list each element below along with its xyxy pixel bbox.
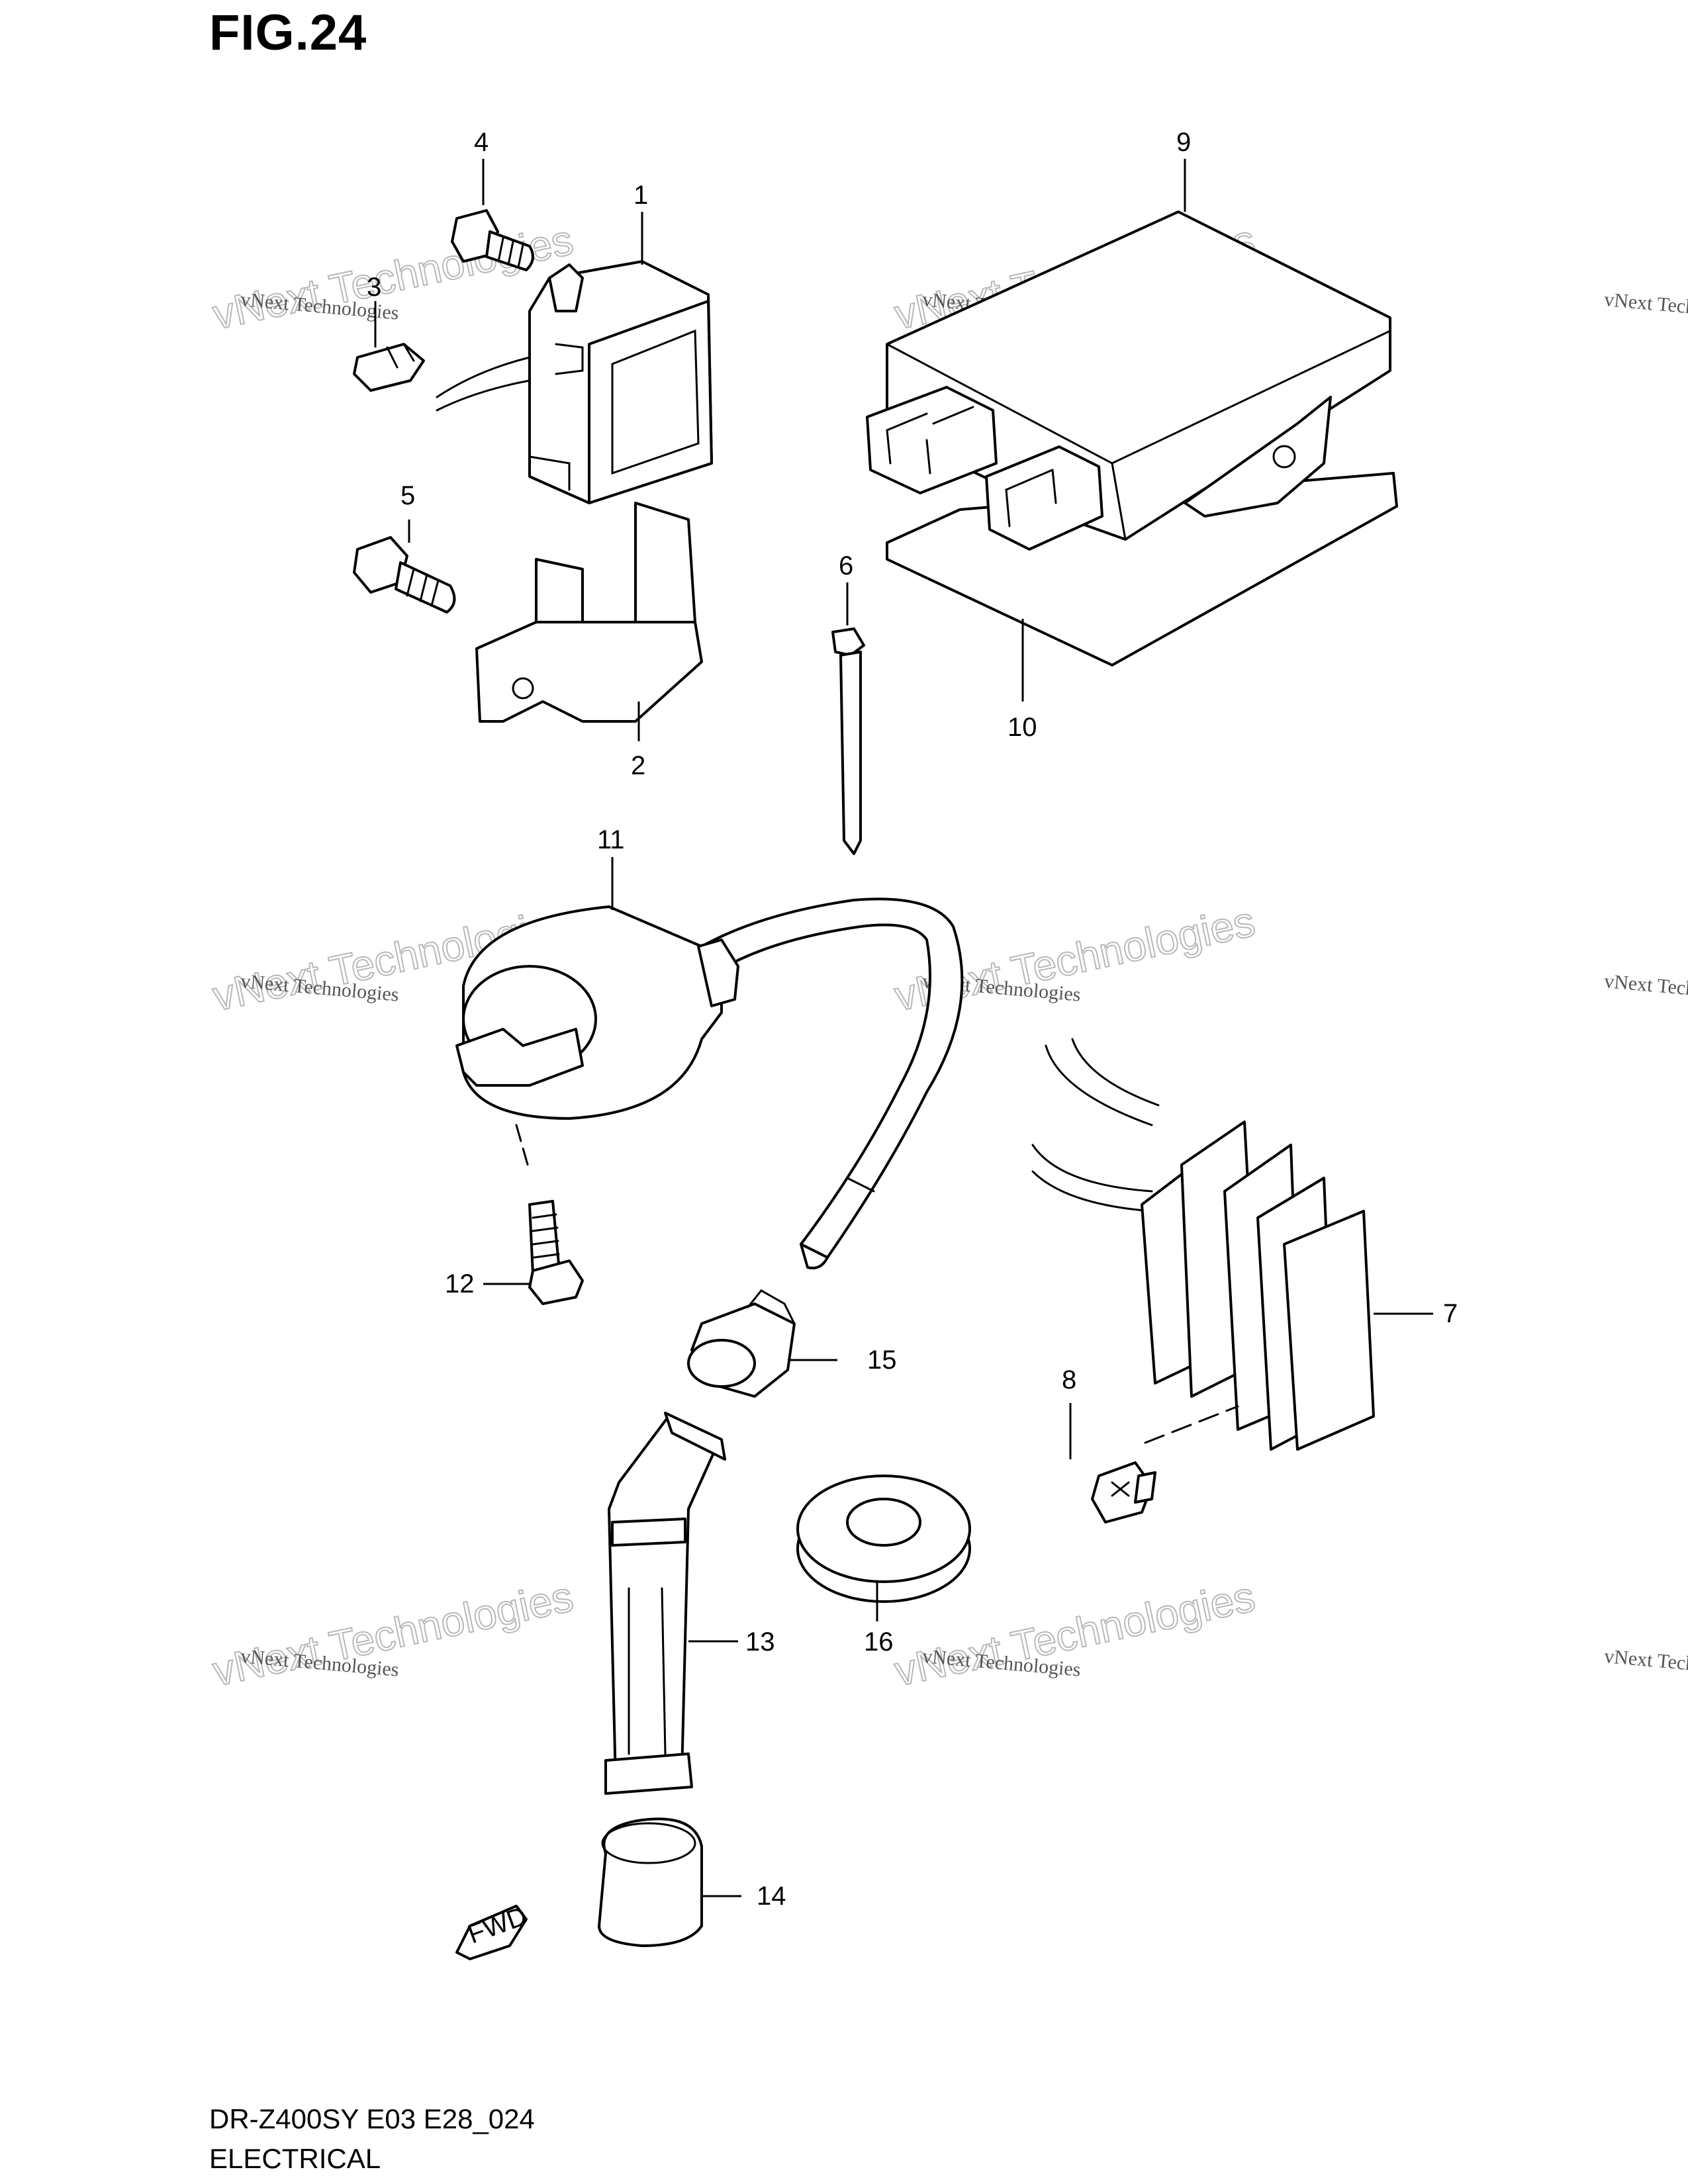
callout-1: 1 [633, 181, 648, 210]
figure-title: FIG.24 [209, 5, 367, 61]
part-12-bolt[interactable] [515, 1124, 584, 1305]
part-11-ignition-coil[interactable] [455, 897, 964, 1269]
callout-2: 2 [631, 751, 645, 780]
part-3-fuse[interactable] [353, 343, 425, 392]
part-4-bolt[interactable] [451, 209, 534, 271]
part-9-ecu[interactable] [866, 210, 1391, 551]
callout-10: 10 [1008, 713, 1037, 742]
callout-3: 3 [367, 273, 381, 302]
part-15-cap[interactable] [687, 1289, 796, 1398]
part-13-plug-boot[interactable] [604, 1412, 726, 1795]
fwd-arrow-icon: FWD [455, 1901, 531, 1960]
part-16-grommet[interactable] [796, 1475, 971, 1603]
callout-4: 4 [474, 128, 489, 157]
part-5-bolt[interactable] [353, 536, 456, 614]
callout-8: 8 [1062, 1365, 1076, 1394]
section-name: ELECTRICAL [209, 2143, 381, 2174]
part-14-cap[interactable] [598, 1817, 703, 1947]
part-2-bracket[interactable] [475, 502, 703, 723]
callout-12: 12 [445, 1269, 475, 1298]
callout-6: 6 [839, 551, 853, 580]
callout-11: 11 [597, 825, 625, 854]
leader-lines [374, 159, 1433, 1897]
part-7-regulator[interactable] [1031, 1038, 1375, 1451]
callout-5: 5 [400, 481, 415, 510]
part-6-cable-tie[interactable] [831, 627, 865, 855]
callout-14: 14 [757, 1882, 786, 1911]
callout-7: 7 [1443, 1299, 1458, 1328]
callout-13: 13 [745, 1627, 775, 1657]
callout-16: 16 [864, 1627, 894, 1657]
part-8-bolt[interactable] [1091, 1405, 1239, 1524]
model-code: DR-Z400SY E03 E28_024 [209, 2103, 535, 2134]
callout-15: 15 [867, 1345, 897, 1375]
callout-9: 9 [1176, 128, 1191, 157]
part-1-relay[interactable] [436, 260, 713, 504]
